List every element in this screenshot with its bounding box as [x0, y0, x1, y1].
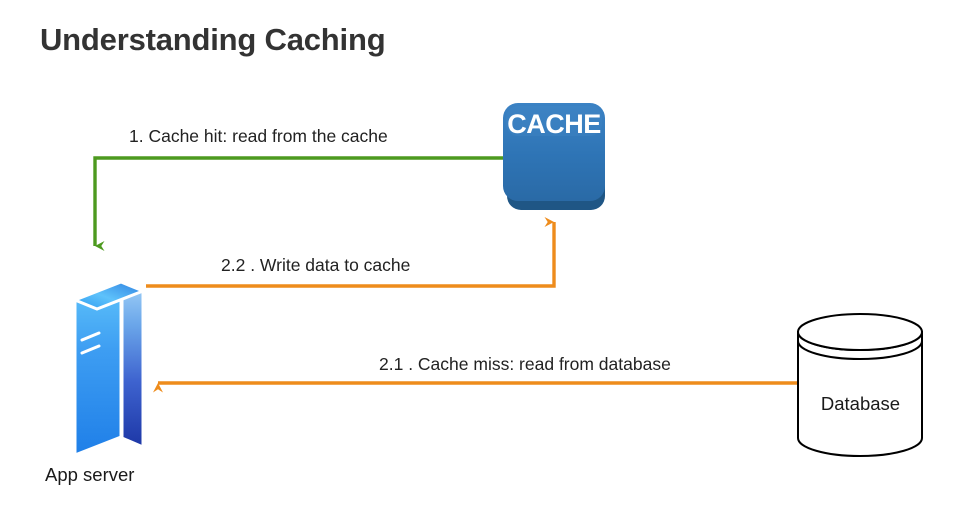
edge-cache-hit	[93, 156, 503, 251]
cache-node-label: CACHE	[507, 109, 601, 139]
edge-write-to-cache	[146, 217, 556, 288]
edge-label-cache-hit: 1. Cache hit: read from the cache	[129, 126, 388, 146]
edge-label-write-to-cache: 2.2 . Write data to cache	[221, 255, 411, 275]
database-cylinder-icon[interactable]	[797, 313, 923, 457]
edge-label-cache-miss: 2.1 . Cache miss: read from database	[379, 354, 671, 374]
app-server-node-label: App server	[45, 464, 135, 485]
cache-box-icon[interactable]	[503, 103, 605, 210]
page-title: Understanding Caching	[40, 22, 386, 57]
server-tower-icon[interactable]	[70, 279, 148, 458]
database-node-label: Database	[820, 393, 901, 414]
